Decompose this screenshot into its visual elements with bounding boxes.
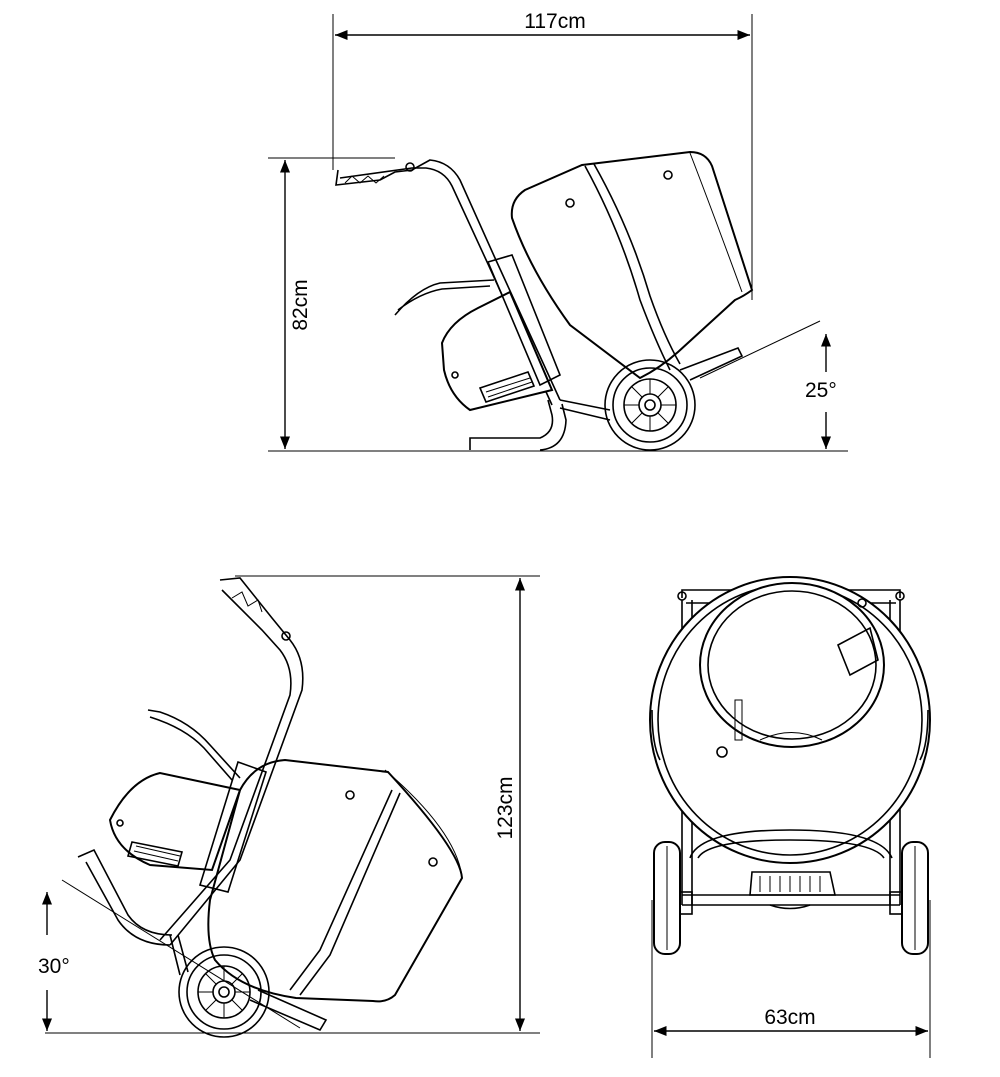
left-wheel	[653, 841, 693, 955]
width-dimension: 117cm	[335, 10, 750, 41]
wheel-track-label: 63cm	[764, 1006, 815, 1029]
motor-housing	[440, 290, 554, 412]
frame-handle	[335, 159, 561, 406]
height-dimension-level: 82cm	[279, 160, 312, 449]
tilt-angle-label: 25°	[805, 379, 837, 402]
frame-handle	[159, 577, 304, 946]
height-level-label: 82cm	[289, 279, 312, 330]
width-label: 117cm	[524, 10, 585, 33]
lower-handle	[689, 829, 893, 859]
wheel	[178, 946, 270, 1038]
drum	[649, 576, 931, 864]
motor-housing	[108, 771, 242, 872]
drum	[510, 150, 754, 380]
motor	[749, 871, 836, 910]
base-stand	[469, 399, 567, 451]
tipped-angle-dimension: 30°	[38, 892, 70, 1031]
tilt-angle-dimension: 25°	[805, 334, 837, 449]
mount-bracket	[198, 760, 267, 893]
tipped-angle-label: 30°	[38, 955, 70, 978]
drum	[207, 758, 464, 1003]
axle-strut	[169, 934, 328, 1032]
side-view-tipped: 123cm 30°	[38, 575, 540, 1038]
mount-bracket	[486, 254, 562, 387]
tilt-lever	[147, 709, 241, 781]
height-dimension-tipped: 123cm	[494, 578, 526, 1031]
wheel-track-dimension: 63cm	[654, 1006, 928, 1037]
side-view-tilted: 117cm 82cm 25°	[268, 10, 848, 452]
right-wheel	[889, 841, 929, 955]
base-stand	[77, 848, 173, 946]
height-tipped-label: 123cm	[494, 776, 517, 839]
axle-strut	[559, 346, 744, 421]
tilt-lever	[394, 279, 495, 316]
wheel	[604, 359, 696, 451]
front-view: 63cm	[649, 576, 931, 1058]
